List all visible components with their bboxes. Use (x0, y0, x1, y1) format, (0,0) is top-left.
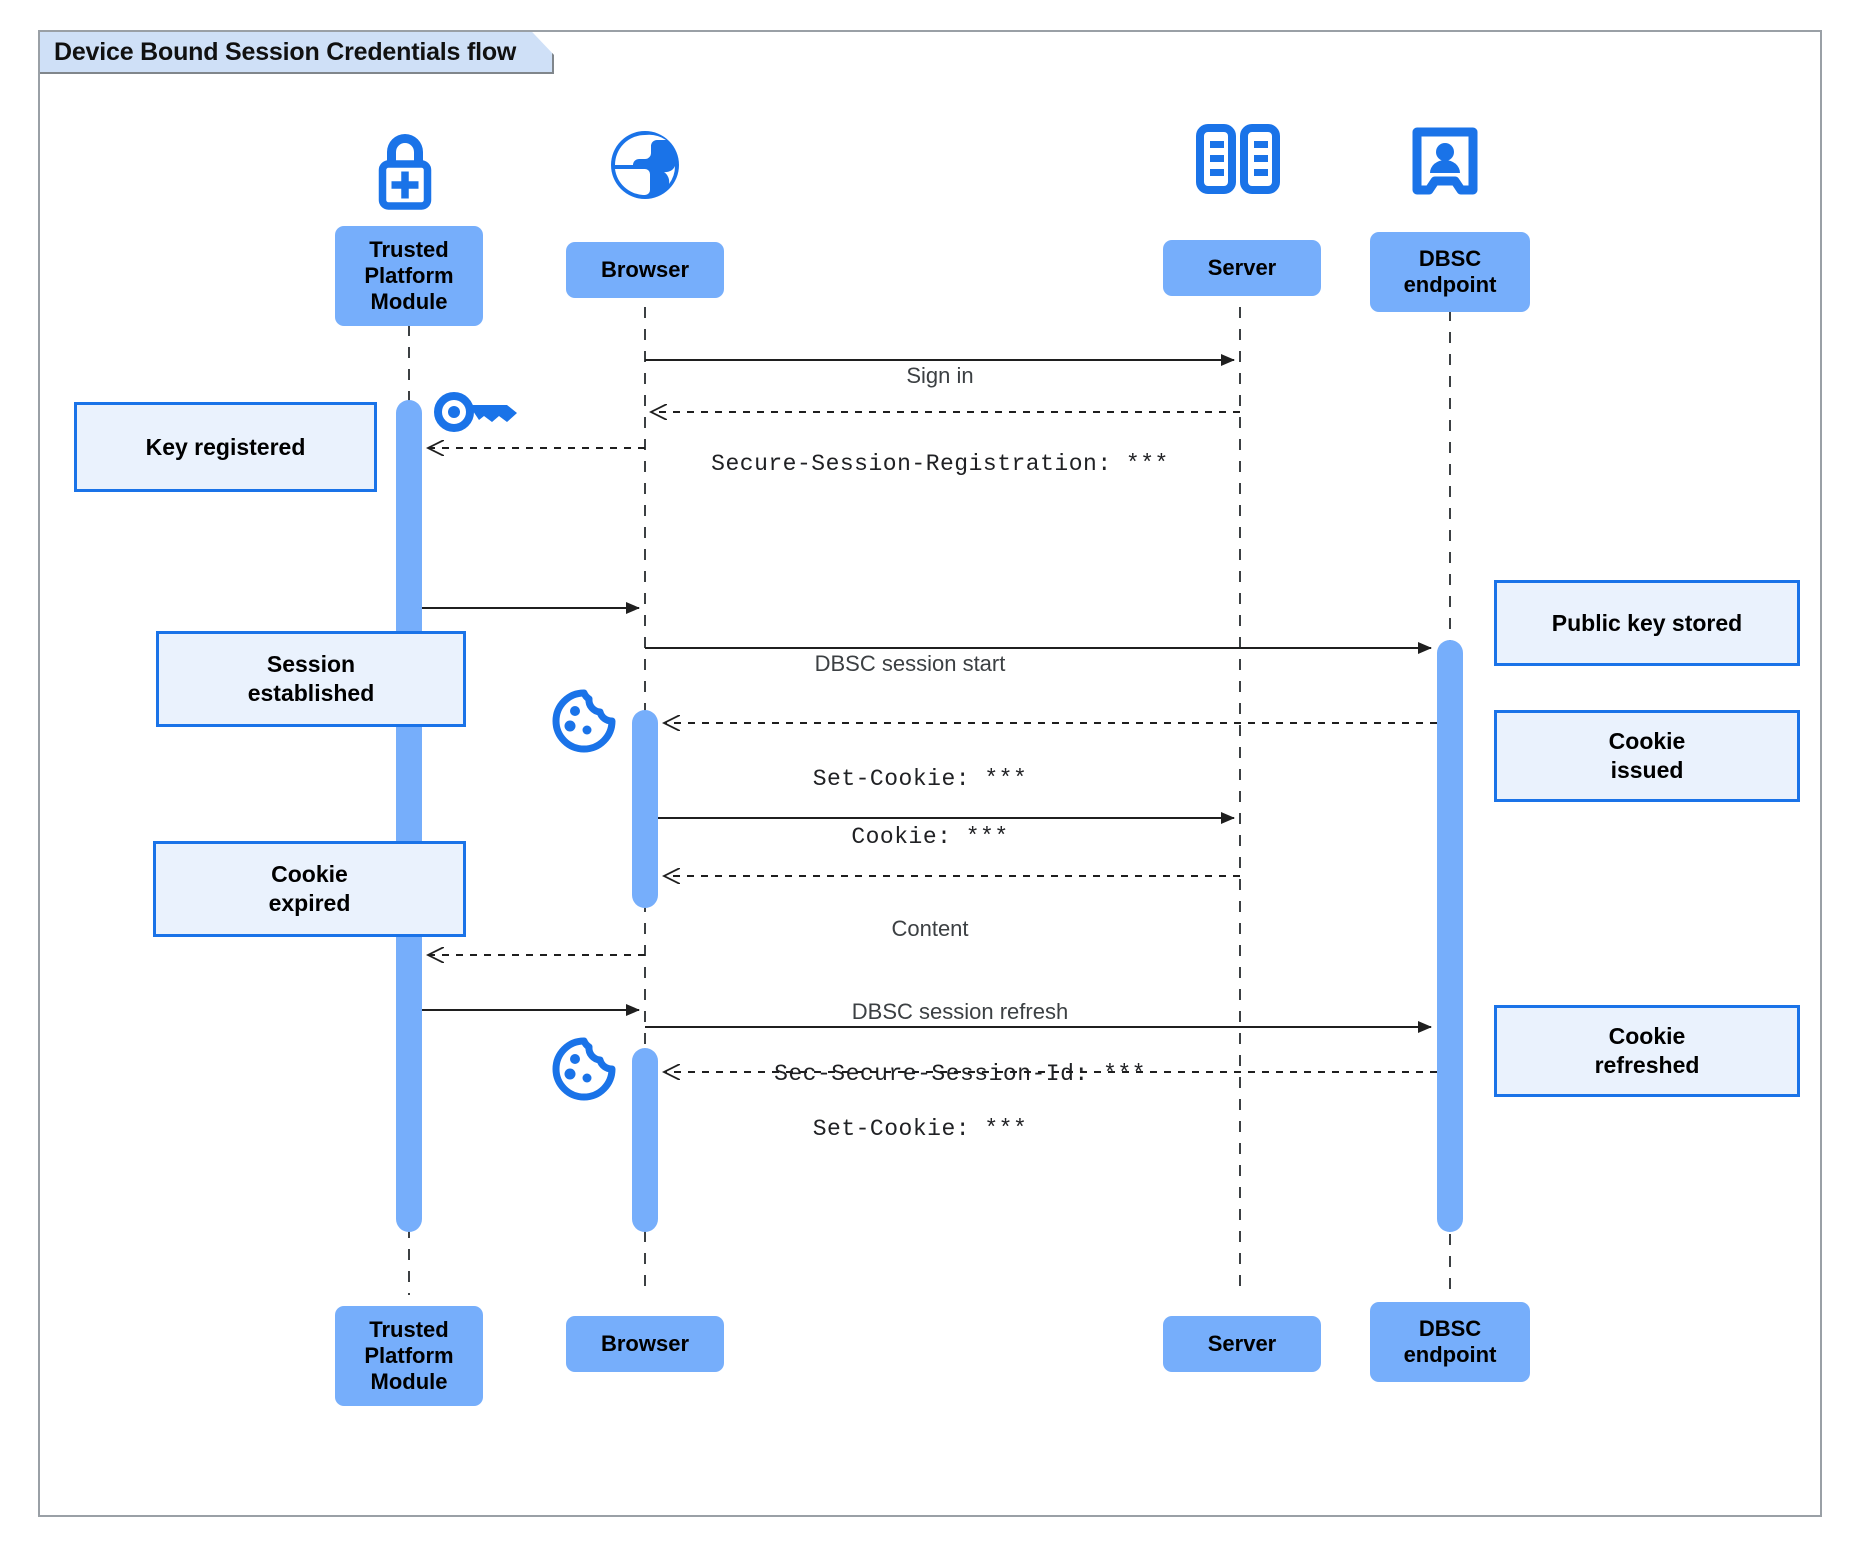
cookie-icon (552, 1037, 616, 1101)
note-cookie-refreshed: Cookie refreshed (1494, 1005, 1800, 1097)
message-label-cookie: Cookie: *** (680, 788, 1180, 868)
participant-head-dbsc[interactable]: DBSC endpoint (1370, 232, 1530, 312)
participant-head-browser[interactable]: Browser (566, 242, 724, 298)
activation-browser-1 (632, 710, 658, 908)
cookie-icon (552, 689, 616, 753)
participant-label-server: Server (1207, 255, 1277, 281)
id-badge-icon (1412, 127, 1478, 195)
participant-label-dbsc-line1: DBSC (1418, 246, 1482, 272)
diagram-frame (38, 30, 1822, 1517)
participant-foot-label-dbsc-line2: endpoint (1403, 1342, 1497, 1367)
participant-label-dbsc-line2: endpoint (1403, 272, 1497, 297)
label-text: Set-Cookie: *** (812, 1116, 1028, 1142)
participant-foot-browser[interactable]: Browser (566, 1316, 724, 1372)
globe-icon (611, 131, 679, 199)
note-text: Public key stored (1551, 609, 1743, 636)
activation-tpm (396, 400, 422, 1232)
label-text: Content (891, 916, 969, 941)
note-text-line1: Cookie (1608, 728, 1686, 755)
participant-foot-label-tpm-line2: Platform (364, 1343, 454, 1369)
participant-foot-tpm[interactable]: Trusted Platform Module (335, 1306, 483, 1406)
activation-bars (396, 400, 1463, 1232)
message-label-set-cookie-2: Set-Cookie: *** (680, 1080, 1160, 1160)
participant-foot-label-dbsc-line1: DBSC (1418, 1316, 1482, 1342)
message-label-secure-session-registration: Secure-Session-Registration: *** (640, 415, 1240, 495)
note-cookie-issued: Cookie issued (1494, 710, 1800, 802)
participant-head-tpm[interactable]: Trusted Platform Module (335, 226, 483, 326)
note-text-line2: expired (268, 890, 351, 916)
label-text: Secure-Session-Registration: *** (711, 451, 1169, 477)
key-icon (434, 392, 517, 432)
note-text: Key registered (145, 433, 306, 460)
label-text: Cookie: *** (851, 824, 1009, 850)
message-label-sign-in: Sign in (690, 327, 1190, 407)
participant-foot-dbsc[interactable]: DBSC endpoint (1370, 1302, 1530, 1382)
message-label-dbsc-session-start: DBSC session start (660, 615, 1160, 695)
label-text: Set-Cookie: *** (812, 766, 1028, 792)
participant-foot-server[interactable]: Server (1163, 1316, 1321, 1372)
participant-foot-label-tpm-line3: Module (370, 1368, 448, 1394)
note-text-line2: issued (1610, 757, 1684, 783)
label-text: DBSC session refresh (851, 999, 1069, 1024)
note-text-line1: Cookie (1608, 1023, 1686, 1050)
label-text-secondary: Sec-Secure-Session-Id: *** (774, 1061, 1146, 1087)
participant-label-browser: Browser (600, 257, 690, 283)
activation-dbsc (1437, 640, 1463, 1232)
participant-label-tpm-line1: Trusted (369, 237, 449, 263)
message-label-dbsc-session-refresh: DBSC session refresh Sec-Secure-Session-… (660, 963, 1260, 1105)
note-key-registered: Key registered (74, 402, 377, 492)
note-text-line1: Session (266, 651, 356, 678)
message-label-content: Content (680, 880, 1180, 960)
messages (422, 354, 1437, 1072)
note-public-key-stored: Public key stored (1494, 580, 1800, 666)
label-text: DBSC session start (814, 651, 1006, 676)
message-label-set-cookie-1: Set-Cookie: *** (680, 730, 1160, 810)
lock-plus-icon (378, 134, 432, 210)
note-session-established: Session established (156, 631, 466, 727)
note-text-line2: established (247, 680, 375, 706)
participant-foot-label-server: Server (1207, 1331, 1277, 1357)
note-cookie-expired: Cookie expired (153, 841, 466, 937)
participant-label-tpm-line3: Module (370, 288, 448, 314)
participant-head-server[interactable]: Server (1163, 240, 1321, 296)
note-text-line1: Cookie (271, 861, 348, 888)
diagram-title: Device Bound Session Credentials flow (40, 32, 554, 74)
note-text-line2: refreshed (1594, 1052, 1700, 1078)
server-rack-icon (1196, 124, 1280, 194)
label-text: Sign in (906, 363, 974, 388)
activation-browser-2 (632, 1048, 658, 1232)
participant-foot-label-browser: Browser (600, 1331, 690, 1357)
participant-foot-label-tpm-line1: Trusted (369, 1317, 449, 1343)
participant-label-tpm-line2: Platform (364, 263, 454, 289)
